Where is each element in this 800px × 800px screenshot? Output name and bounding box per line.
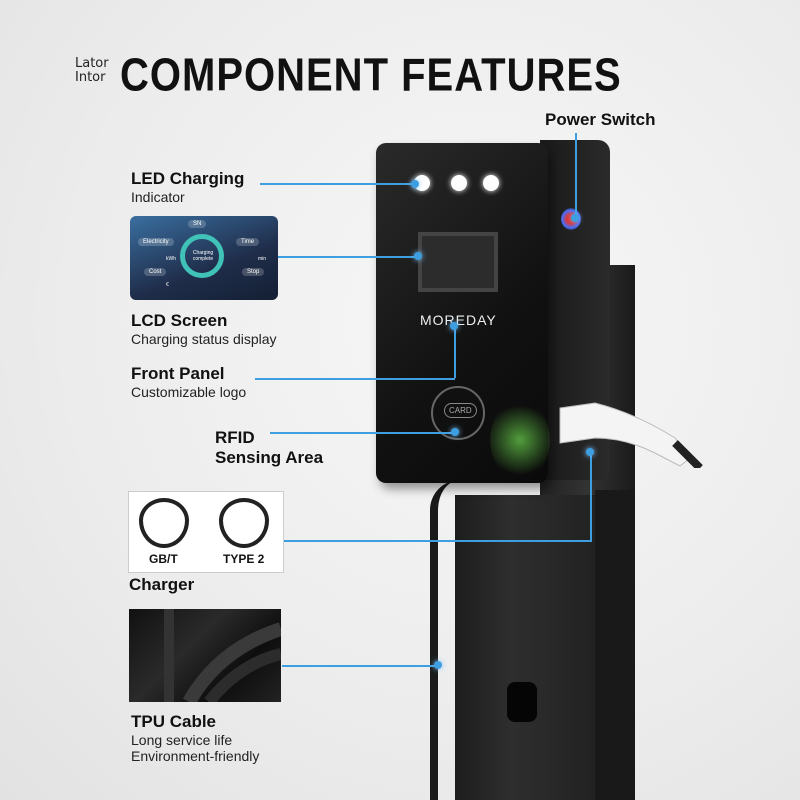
type2-label: TYPE 2 [223,552,265,566]
connector-line-rfid [270,432,455,434]
charger-title: Charger [129,575,195,594]
small-label-line-1: Lator [75,56,109,71]
header-small-label: Lator Intor [75,57,109,85]
lcd-subtitle: Charging status display [131,331,277,347]
type2-connector-icon [219,498,269,548]
led-subtitle: Indicator [131,189,185,205]
rfid-card-label: CARD [444,403,477,418]
power-switch-title: Power Switch [545,110,656,129]
rfid-feature: RFID Sensing Area [215,428,323,468]
lcd-time: Time [236,238,260,246]
front-subtitle: Customizable logo [131,384,247,400]
device-brand-logo: MOREDAY [420,312,497,328]
connector-dot-front [450,322,458,330]
front-title: Front Panel [131,364,225,383]
led-indicator-2 [451,175,467,191]
cable-title: TPU Cable [131,712,217,731]
pedestal [455,495,595,800]
cable-subtitle-2: Environment-friendly [131,748,260,764]
cable-photo [129,609,281,702]
rfid-title-2: Sensing Area [215,448,324,467]
cable-subtitle-1: Long service life [131,732,233,748]
connector-dot-lcd [414,252,422,260]
lcd-sn: SN [188,220,207,228]
rfid-title-1: RFID [215,428,255,447]
led-feature: LED Charging Indicator [131,169,244,205]
lcd-min: min [258,256,267,262]
lcd-kwh: kWh [166,256,176,262]
small-label-line-2: Intor [75,70,106,85]
device-lcd-screen [418,232,498,292]
lcd-currency: € [166,282,169,288]
connector-line-led [260,183,415,185]
green-glow [490,400,550,480]
lcd-progress-ring [180,234,224,278]
front-feature: Front Panel Customizable logo [131,364,246,400]
lcd-feature: LCD Screen Charging status display [131,311,277,347]
connector-line-front [255,378,455,380]
connector-dot-cable [434,661,442,669]
pedestal-hole [507,682,537,722]
connector-line-power [575,133,577,218]
gbt-label: GB/T [149,552,178,566]
lcd-title: LCD Screen [131,311,228,330]
connector-line-front-up [454,326,456,378]
led-indicator-3 [483,175,499,191]
lcd-thumbnail: SN Electricity Time Cost Stop kWh min € … [130,216,278,300]
connector-line-lcd [278,256,418,258]
cable-feature: TPU Cable Long service life Environment-… [131,712,259,764]
lcd-cost: Cost [144,268,167,276]
gbt-connector-icon [139,498,189,548]
page-title: COMPONENT FEATURES [120,50,622,101]
charging-plug [559,402,703,468]
connector-line-charger-up [590,452,592,542]
cable-coil-drawing [164,609,281,702]
connector-dot-charger [586,448,594,456]
connector-dot-led [411,180,419,188]
connector-types-box: GB/T TYPE 2 [128,491,284,573]
rfid-reader [431,386,485,440]
lcd-electricity: Electricity [138,238,174,246]
lcd-center-text: Charging complete [192,250,214,262]
connector-dot-rfid [451,428,459,436]
led-title: LED Charging [131,169,245,188]
connector-line-charger [282,540,592,542]
cable-drawing [430,480,460,800]
connector-dot-power [571,214,579,222]
connector-line-cable [282,665,437,667]
lcd-stop: Stop [242,268,265,276]
pedestal-side [595,490,635,800]
led-indicator-1 [414,175,430,191]
